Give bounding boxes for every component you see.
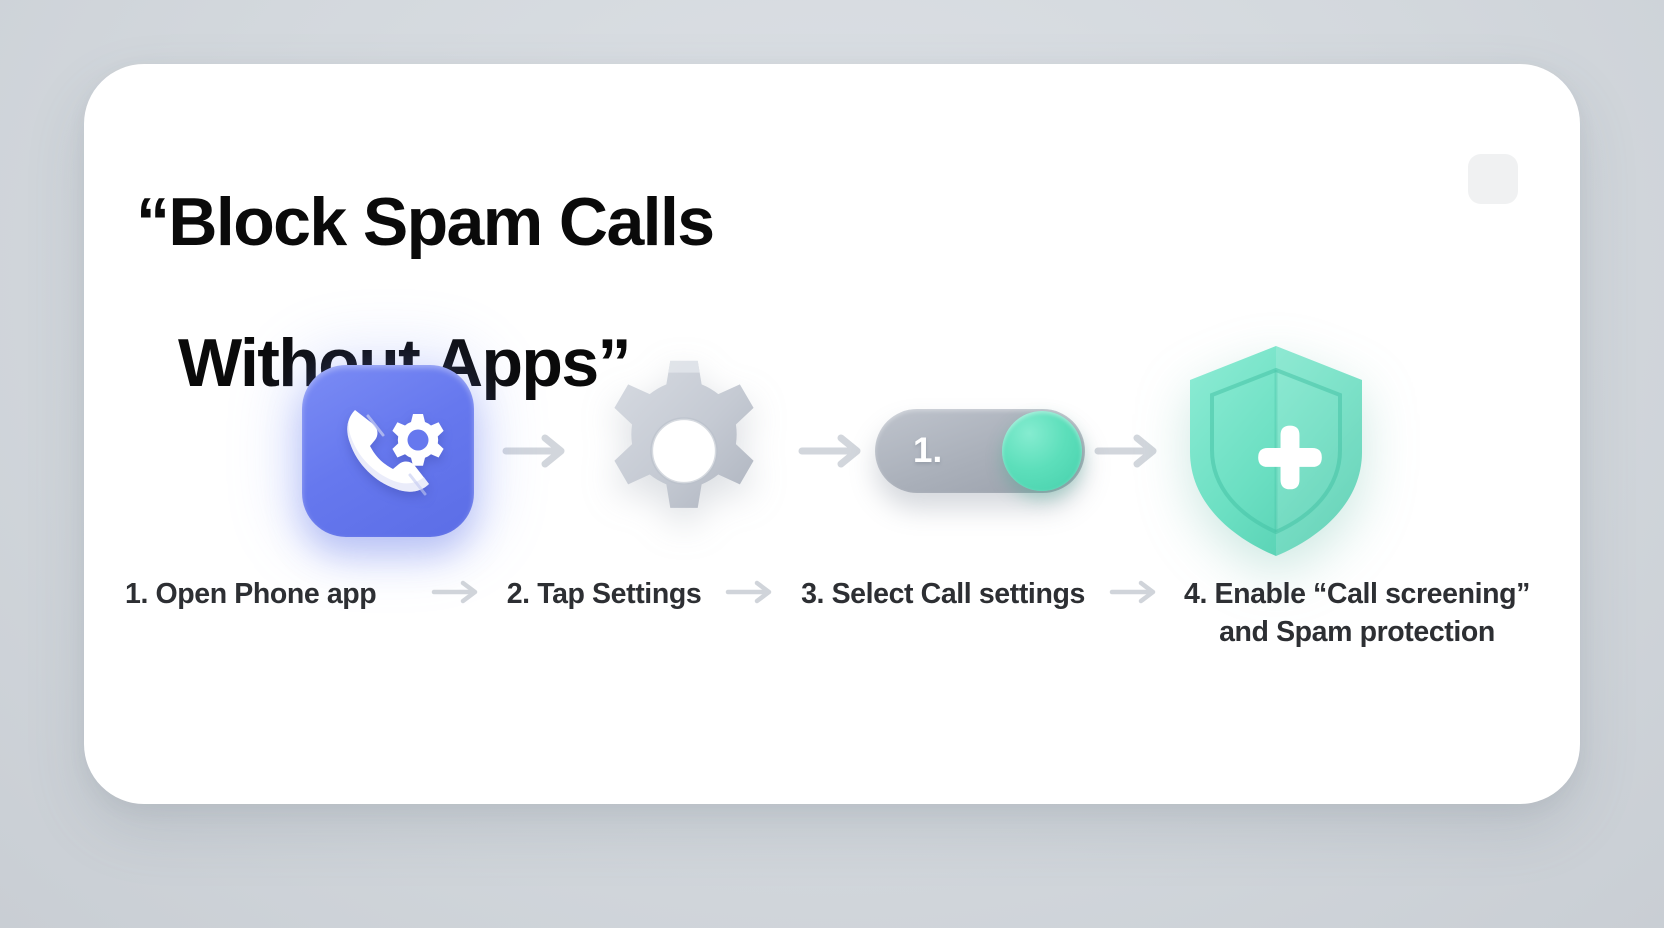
step-1-caption: 1. Open Phone app [125, 578, 377, 610]
row-arrow-3 [1085, 433, 1171, 469]
plus-icon [1258, 425, 1322, 490]
step-4-caption-line-2: and Spam protection [1219, 615, 1495, 648]
title-line-1: “Block Spam Calls [136, 183, 715, 260]
steps-icon-row: 1. [84, 336, 1580, 566]
step-2-caption: 2. Tap Settings [506, 578, 702, 610]
step-4-caption-line-1: 4. Enable “Call screening” [1184, 578, 1530, 610]
caption-arrow-1 [425, 576, 489, 604]
steps-caption-row: 1. Open Phone app 2. Tap Settings 3. Sel… [84, 576, 1580, 651]
step-2-icon-cell [579, 336, 789, 566]
step-3-caption: 3. Select Call settings [801, 578, 1085, 610]
infographic-card: “Block Spam Calls Without Apps” [84, 64, 1580, 804]
toggle-label: 1. [913, 431, 943, 470]
step-4-caption: 4. Enable “Call screening” and Spam prot… [1167, 576, 1547, 651]
gear-icon[interactable] [586, 353, 782, 549]
gear-badge-icon [392, 414, 444, 466]
step-1-icon-cell [283, 336, 493, 566]
toggle-knob[interactable] [1002, 411, 1082, 491]
row-arrow-2 [789, 433, 875, 469]
caption-arrow-3 [1103, 576, 1167, 604]
shield-plus-icon[interactable] [1176, 340, 1376, 562]
caption-arrow-2 [719, 576, 783, 604]
phone-settings-icon[interactable] [302, 365, 474, 537]
toggle-switch-icon[interactable]: 1. [875, 409, 1085, 493]
corner-placeholder-chip [1468, 154, 1518, 204]
row-arrow-1 [493, 433, 579, 469]
step-4-icon-cell [1171, 336, 1381, 566]
step-3-icon-cell: 1. [875, 336, 1085, 566]
